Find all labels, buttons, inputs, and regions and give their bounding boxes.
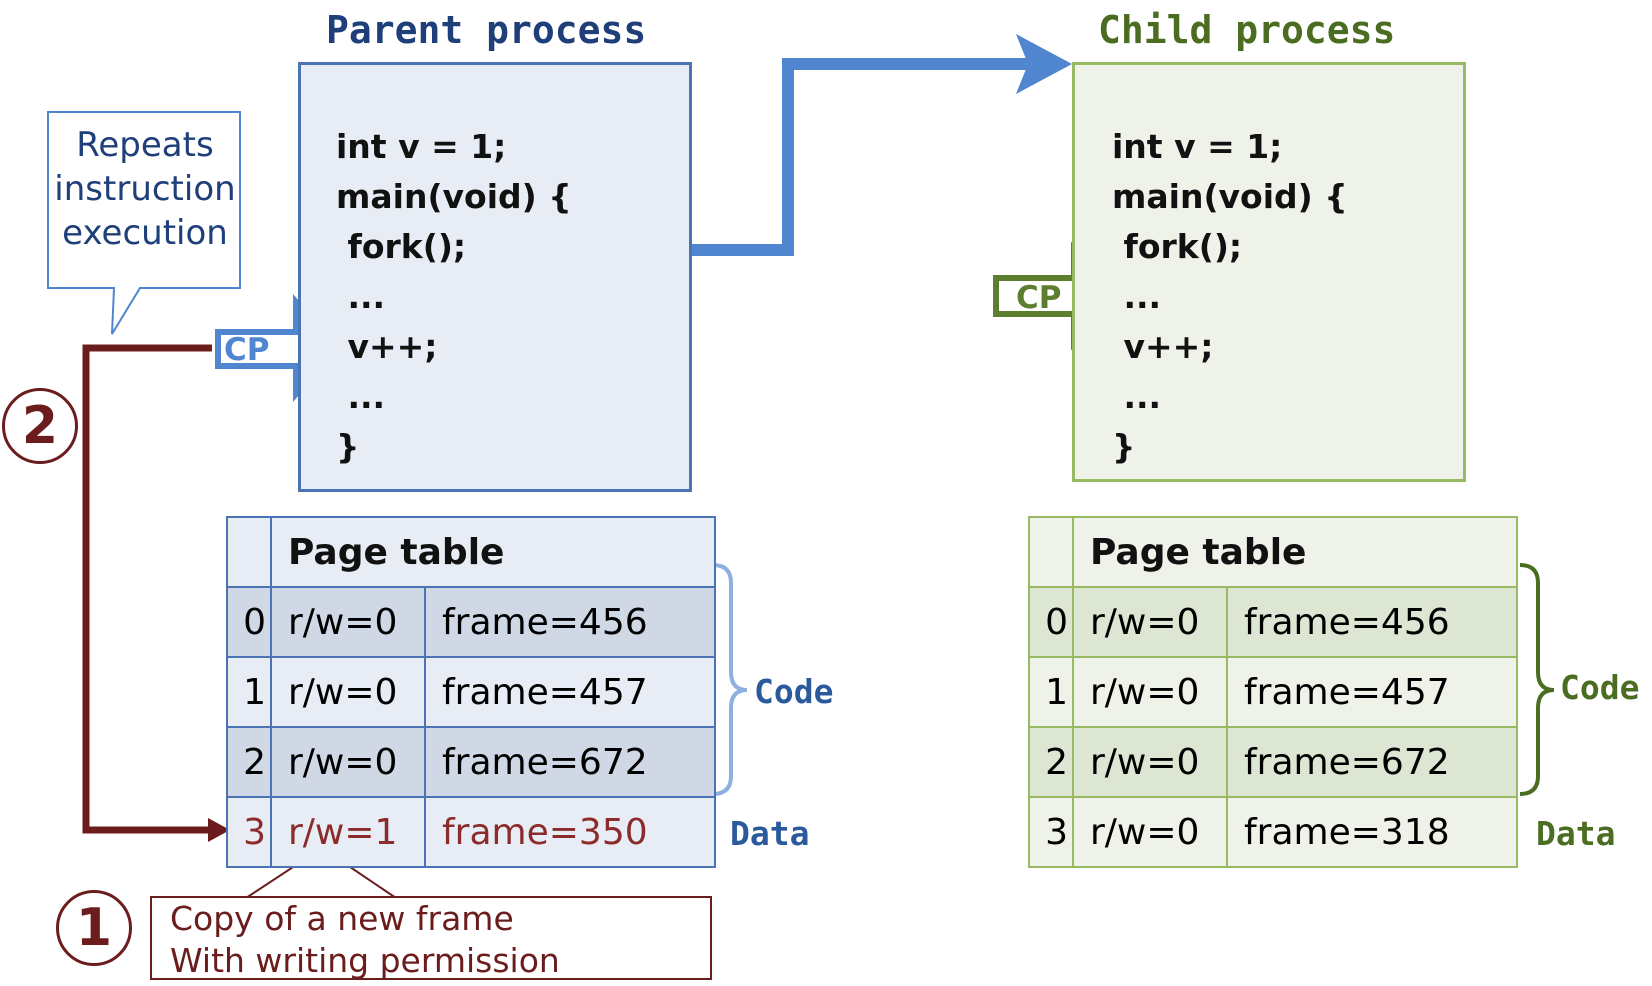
child-code-line: ... (1112, 277, 1162, 316)
child-code-line: main(void) { (1112, 177, 1348, 216)
child-data-label: Data (1536, 814, 1616, 853)
rw-cell: r/w=0 (1072, 656, 1228, 728)
parent-code-line: v++; (336, 327, 438, 366)
frame-cell: frame=457 (1226, 656, 1518, 728)
parent-code-line: ... (336, 277, 386, 316)
child-code-box (1072, 62, 1466, 482)
callout-line: execution (62, 213, 228, 253)
child-code-line: fork(); (1112, 227, 1243, 266)
child-code-line: } (1112, 427, 1136, 466)
table-corner-cell (226, 516, 272, 588)
rw-cell: r/w=0 (270, 586, 426, 658)
parent-code-line: } (336, 427, 360, 466)
page-index: 3 (1028, 796, 1074, 868)
child-process-title: Child process (1098, 8, 1396, 52)
page-index: 0 (1028, 586, 1074, 658)
page-index: 2 (1028, 726, 1074, 798)
table-row: 3 r/w=0 frame=318 (1028, 796, 1518, 868)
child-code-line: int v = 1; (1112, 127, 1283, 166)
table-row: 0 r/w=0 frame=456 (1028, 586, 1518, 658)
parent-code-line: ... (336, 377, 386, 416)
callout-line: Repeats (76, 125, 214, 165)
page-table-header: Page table (1072, 516, 1518, 588)
callout-line: instruction (54, 169, 236, 209)
page-index: 1 (1028, 656, 1074, 728)
step2-arrow-head (208, 818, 230, 842)
child-page-table: Page table 0 r/w=0 frame=456 1 r/w=0 fra… (1028, 516, 1518, 868)
table-row-modified: 3 r/w=1 frame=350 (226, 796, 716, 868)
table-header-row: Page table (226, 516, 716, 588)
rw-cell: r/w=0 (270, 656, 426, 728)
note-line: With writing permission (170, 941, 560, 980)
table-header-row: Page table (1028, 516, 1518, 588)
parent-code-box (298, 62, 692, 492)
parent-process-title: Parent process (326, 8, 647, 52)
step2-arrow (82, 344, 212, 834)
table-row: 1 r/w=0 frame=457 (226, 656, 716, 728)
step1-badge: 1 (56, 890, 132, 966)
table-corner-cell (1028, 516, 1074, 588)
table-row: 2 r/w=0 frame=672 (1028, 726, 1518, 798)
rw-cell: r/w=0 (1072, 796, 1228, 868)
rw-cell: r/w=0 (270, 726, 426, 798)
step2-badge: 2 (2, 388, 78, 464)
note-box (150, 896, 712, 980)
rw-cell: r/w=0 (1072, 726, 1228, 798)
frame-cell: frame=456 (424, 586, 716, 658)
child-cp-label: CP (1016, 280, 1062, 316)
child-code-line: v++; (1112, 327, 1214, 366)
page-index: 1 (226, 656, 272, 728)
parent-page-table: Page table 0 r/w=0 frame=456 1 r/w=0 fra… (226, 516, 716, 868)
rw-cell: r/w=1 (270, 796, 426, 868)
page-index: 3 (226, 796, 272, 868)
table-row: 1 r/w=0 frame=457 (1028, 656, 1518, 728)
child-code-line: ... (1112, 377, 1162, 416)
callout-bubble (47, 111, 241, 335)
page-table-header: Page table (270, 516, 716, 588)
frame-cell: frame=457 (424, 656, 716, 728)
table-row: 0 r/w=0 frame=456 (226, 586, 716, 658)
child-code-label: Code (1560, 668, 1640, 707)
frame-cell: frame=318 (1226, 796, 1518, 868)
parent-code-line: main(void) { (336, 177, 572, 216)
page-index: 0 (226, 586, 272, 658)
frame-cell: frame=672 (424, 726, 716, 798)
table-row: 2 r/w=0 frame=672 (226, 726, 716, 798)
frame-cell: frame=456 (1226, 586, 1518, 658)
child-code-brace (1519, 563, 1555, 796)
fork-arrow-head (1016, 34, 1072, 94)
parent-code-line: fork(); (336, 227, 467, 266)
parent-cp-label: CP (224, 332, 270, 368)
parent-code-line: int v = 1; (336, 127, 507, 166)
parent-code-brace (712, 563, 748, 796)
frame-cell: frame=350 (424, 796, 716, 868)
rw-cell: r/w=0 (1072, 586, 1228, 658)
parent-data-label: Data (730, 814, 810, 853)
note-line: Copy of a new frame (170, 899, 514, 938)
page-index: 2 (226, 726, 272, 798)
frame-cell: frame=672 (1226, 726, 1518, 798)
parent-code-label: Code (754, 672, 834, 711)
